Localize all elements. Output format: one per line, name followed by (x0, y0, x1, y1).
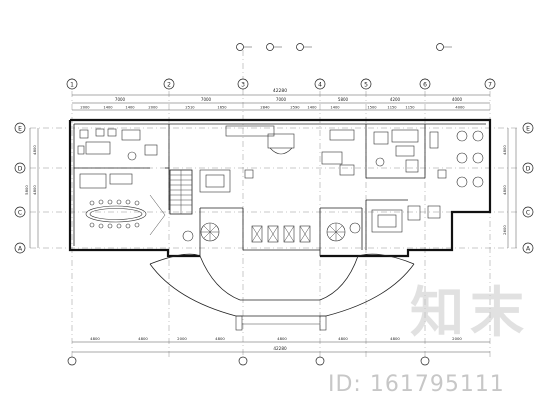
svg-text:1150: 1150 (387, 106, 397, 110)
axis-bubble-right-D: D (522, 162, 534, 174)
svg-text:4800: 4800 (502, 185, 507, 195)
svg-text:42280: 42280 (273, 88, 287, 94)
bottom-axis-bubbles (67, 356, 430, 366)
svg-text:4: 4 (318, 82, 322, 89)
svg-text:A: A (526, 246, 531, 253)
svg-text:2000: 2000 (148, 106, 158, 110)
svg-text:1: 1 (70, 82, 74, 89)
axis-bubble-top-4: 4 (314, 78, 326, 90)
svg-text:4800: 4800 (138, 336, 148, 341)
svg-text:2600: 2600 (502, 225, 507, 235)
svg-text:7000: 7000 (115, 97, 126, 102)
svg-text:4800: 4800 (215, 336, 225, 341)
svg-text:5800: 5800 (338, 97, 349, 102)
svg-text:6: 6 (423, 82, 427, 89)
svg-text:C: C (526, 210, 530, 217)
axis-bubble-right-E: E (522, 122, 534, 134)
svg-text:4800: 4800 (277, 336, 287, 341)
manager-office-furniture (77, 128, 158, 161)
svg-text:2: 2 (167, 82, 171, 89)
top-dimension-chain: 42280 7000 7000 7000 5800 4200 4000 2000… (72, 88, 490, 111)
svg-text:1500: 1500 (367, 106, 377, 110)
side-axis-bubbles: E D C A E D C A (14, 122, 534, 254)
watermark-logo: 知末 (410, 280, 530, 344)
svg-text:1400: 1400 (307, 106, 317, 110)
svg-text:4800: 4800 (32, 185, 37, 195)
axis-bubble-top-3: 3 (237, 78, 249, 90)
grid-axis-lines (30, 50, 520, 360)
axis-bubble-left-C: C (14, 206, 26, 218)
svg-text:1150: 1150 (405, 106, 415, 110)
svg-text:5800: 5800 (24, 185, 29, 195)
watermark-id: ID: 161795111 (328, 372, 505, 397)
svg-text:4800: 4800 (90, 336, 100, 341)
svg-text:1400: 1400 (330, 106, 340, 110)
lobby-furniture (199, 125, 355, 193)
axis-bubble-top-6: 6 (419, 78, 431, 90)
svg-text:C: C (18, 210, 22, 217)
svg-text:1400: 1400 (125, 106, 135, 110)
svg-text:5: 5 (364, 82, 368, 89)
axis-bubble-left-A: A (14, 242, 26, 254)
axis-bubble-left-E: E (14, 122, 26, 134)
building-walls (68, 118, 492, 258)
bottom-dimension-chain: 4800 4800 2000 4800 4800 4800 4800 2000 … (72, 336, 490, 353)
svg-text:2000: 2000 (177, 336, 187, 341)
axis-bubble-top-1: 1 (66, 78, 78, 90)
svg-text:3: 3 (241, 82, 245, 89)
axis-bubble-top-7: 7 (484, 78, 496, 90)
svg-text:7000: 7000 (201, 97, 212, 102)
svg-text:D: D (18, 166, 23, 173)
svg-text:4800: 4800 (32, 145, 37, 155)
axis-bubble-right-A: A (522, 242, 534, 254)
axis-bubble-top-5: 5 (360, 78, 372, 90)
svg-text:2510: 2510 (185, 106, 195, 110)
svg-text:2840: 2840 (260, 106, 270, 110)
svg-text:4800: 4800 (338, 336, 348, 341)
svg-text:42280: 42280 (273, 346, 287, 351)
svg-text:4000: 4000 (455, 106, 465, 110)
svg-text:4800: 4800 (390, 336, 400, 341)
staircase (169, 169, 193, 215)
svg-text:2000: 2000 (452, 336, 462, 341)
entrance-canopy (149, 253, 415, 331)
top-axis-bubbles: 1 2 3 4 5 6 7 (66, 78, 496, 90)
svg-text:7000: 7000 (276, 97, 287, 102)
svg-text:1400: 1400 (103, 106, 113, 110)
svg-text:2000: 2000 (80, 106, 90, 110)
svg-text:E: E (526, 126, 530, 133)
svg-text:4000: 4000 (452, 97, 463, 102)
conference-room (79, 173, 166, 236)
svg-text:2590: 2590 (290, 106, 300, 110)
svg-text:4200: 4200 (390, 97, 401, 102)
axis-bubble-right-C: C (522, 206, 534, 218)
svg-text:A: A (18, 246, 23, 253)
side-dimension-chains: 4800 4800 5800 4800 4800 2600 (24, 128, 517, 248)
vestibule-plants (182, 222, 361, 242)
svg-text:1650: 1650 (217, 106, 227, 110)
svg-text:4800: 4800 (502, 145, 507, 155)
entrance-doors (251, 225, 311, 243)
svg-text:E: E (18, 126, 22, 133)
svg-text:D: D (526, 166, 531, 173)
svg-text:7: 7 (488, 82, 492, 89)
right-rooms-furniture (371, 129, 484, 233)
axis-bubble-top-2: 2 (163, 78, 175, 90)
axis-bubble-left-D: D (14, 162, 26, 174)
index-markers (236, 43, 452, 51)
